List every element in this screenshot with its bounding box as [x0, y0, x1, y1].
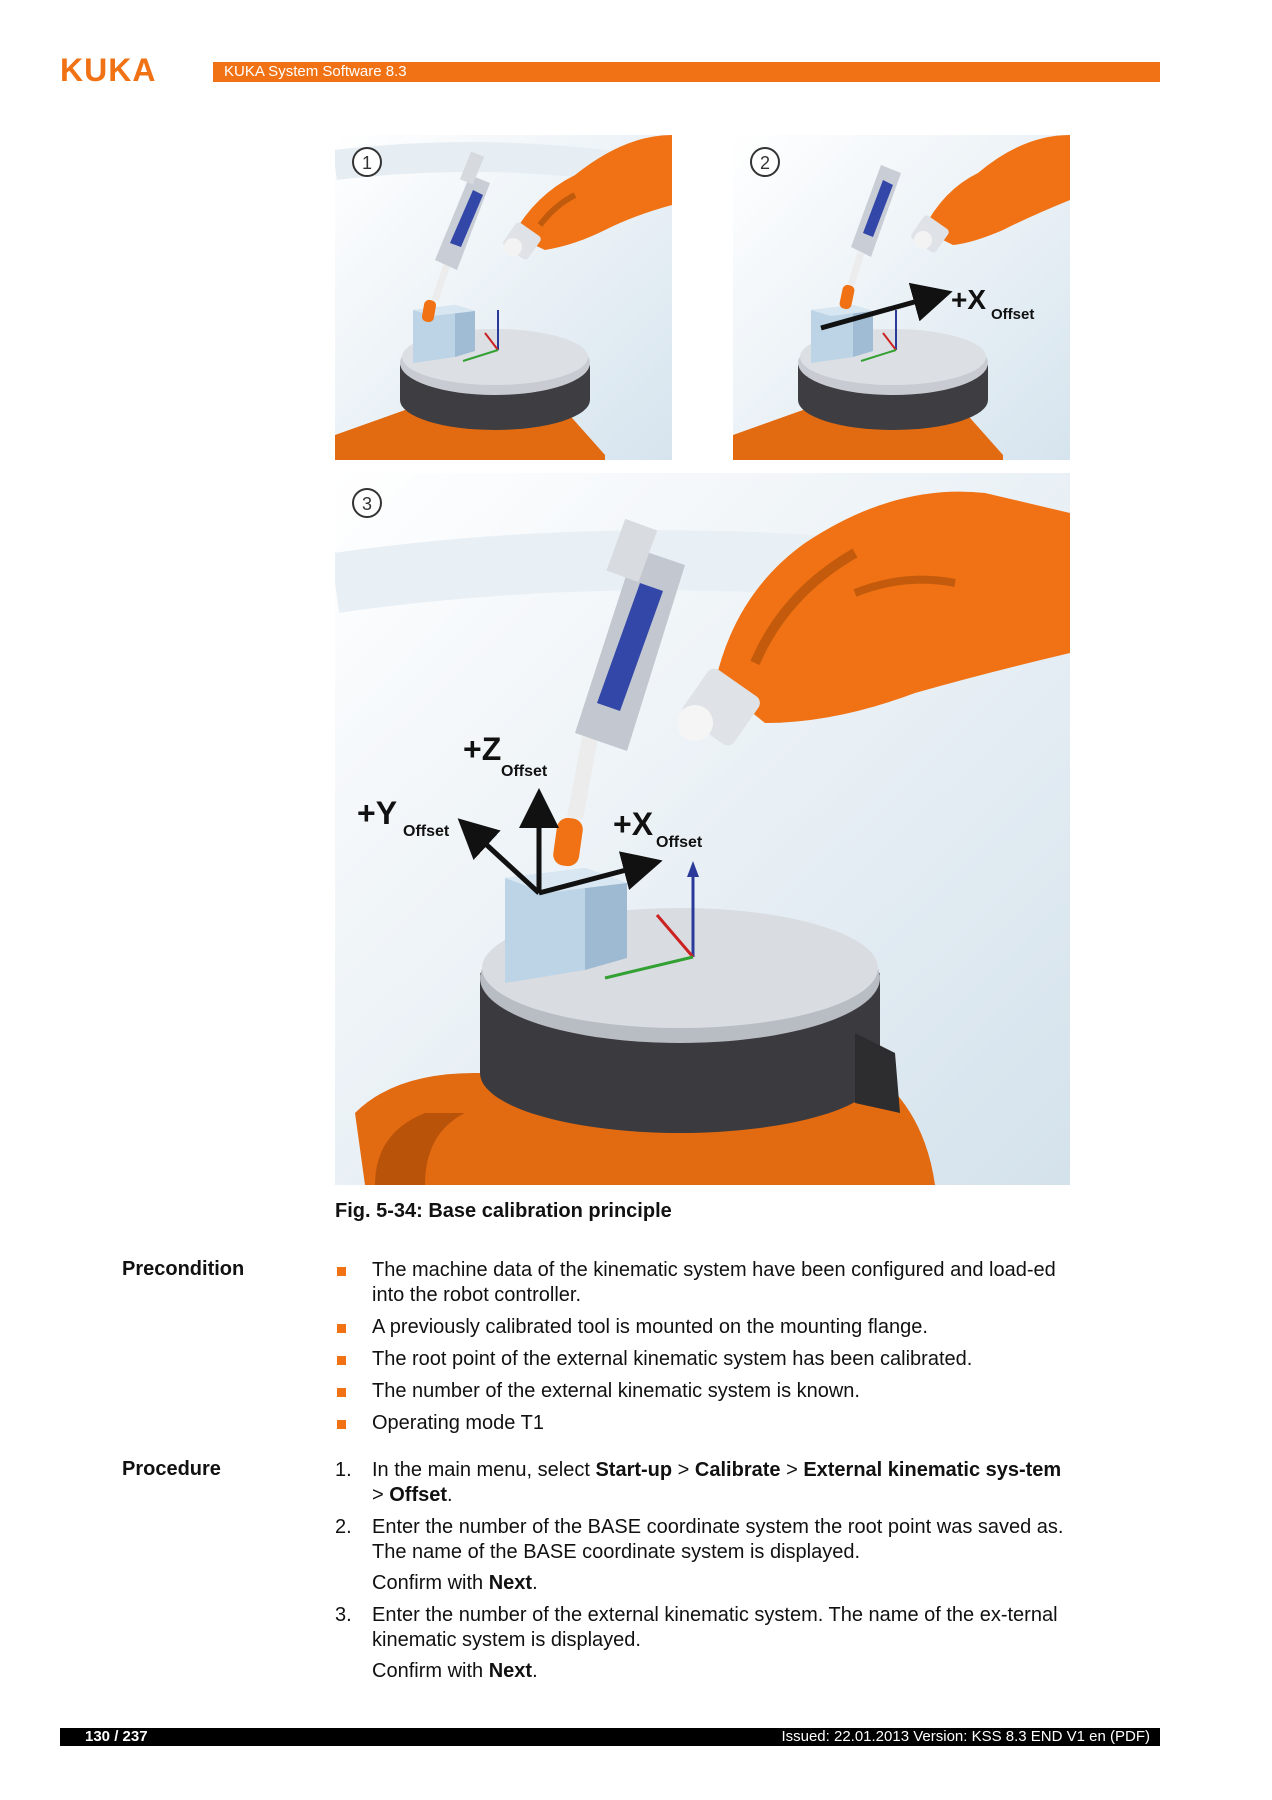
y-offset-subscript: Offset [403, 823, 450, 840]
procedure-step-2: 2. Enter the number of the BASE coordina… [335, 1516, 1064, 1594]
panel-3-number: 3 [362, 494, 372, 514]
kuka-logo: KUKA [60, 52, 157, 88]
step-number: 3. [335, 1604, 352, 1626]
bullet-icon [337, 1420, 346, 1429]
svg-text:Offset: Offset [991, 306, 1034, 323]
bullet-icon [337, 1356, 346, 1365]
bullet-icon [337, 1324, 346, 1333]
z-offset-label: +Z [463, 731, 501, 767]
step-number: 1. [335, 1459, 352, 1481]
precondition-label: Precondition [122, 1258, 245, 1280]
x-offset-label: +X [613, 806, 654, 842]
figure-panel-3: +Z Offset +Y Offset +X Offset 3 [335, 473, 1070, 1185]
bullet-icon [337, 1388, 346, 1397]
panel-1-number: 1 [362, 153, 372, 173]
figure-panel-2: +X Offset 2 [733, 135, 1070, 460]
bullet-icon [337, 1267, 346, 1276]
header-bar [213, 62, 1160, 82]
header-title: KUKA System Software 8.3 [224, 63, 407, 80]
procedure-step-1: 1. In the main menu, select Start-up > C… [335, 1459, 1062, 1506]
list-item: The root point of the external kinematic… [335, 1347, 1075, 1372]
page-number: 130 / 237 [85, 1728, 148, 1745]
footer-bar [60, 1728, 1160, 1746]
procedure-step-3: 3. Enter the number of the external kine… [335, 1604, 1058, 1682]
precondition-list: The machine data of the kinematic system… [335, 1258, 1075, 1443]
z-offset-subscript: Offset [501, 763, 548, 780]
procedure-steps: 1. In the main menu, select Start-up > C… [335, 1458, 1075, 1691]
figure-panel-1: 1 [335, 135, 672, 460]
y-offset-label: +Y [357, 795, 397, 831]
list-item: Operating mode T1 [335, 1411, 1075, 1436]
list-item: The number of the external kinematic sys… [335, 1379, 1075, 1404]
procedure-label: Procedure [122, 1458, 221, 1480]
figure-caption: Fig. 5-34: Base calibration principle [335, 1200, 672, 1222]
step-number: 2. [335, 1516, 352, 1538]
x-offset-subscript: Offset [656, 834, 703, 851]
panel-2-number: 2 [760, 153, 770, 173]
list-item: The machine data of the kinematic system… [335, 1258, 1075, 1308]
svg-text:+X: +X [951, 284, 986, 315]
issue-info: Issued: 22.01.2013 Version: KSS 8.3 END … [781, 1728, 1150, 1745]
list-item: A previously calibrated tool is mounted … [335, 1315, 1075, 1340]
